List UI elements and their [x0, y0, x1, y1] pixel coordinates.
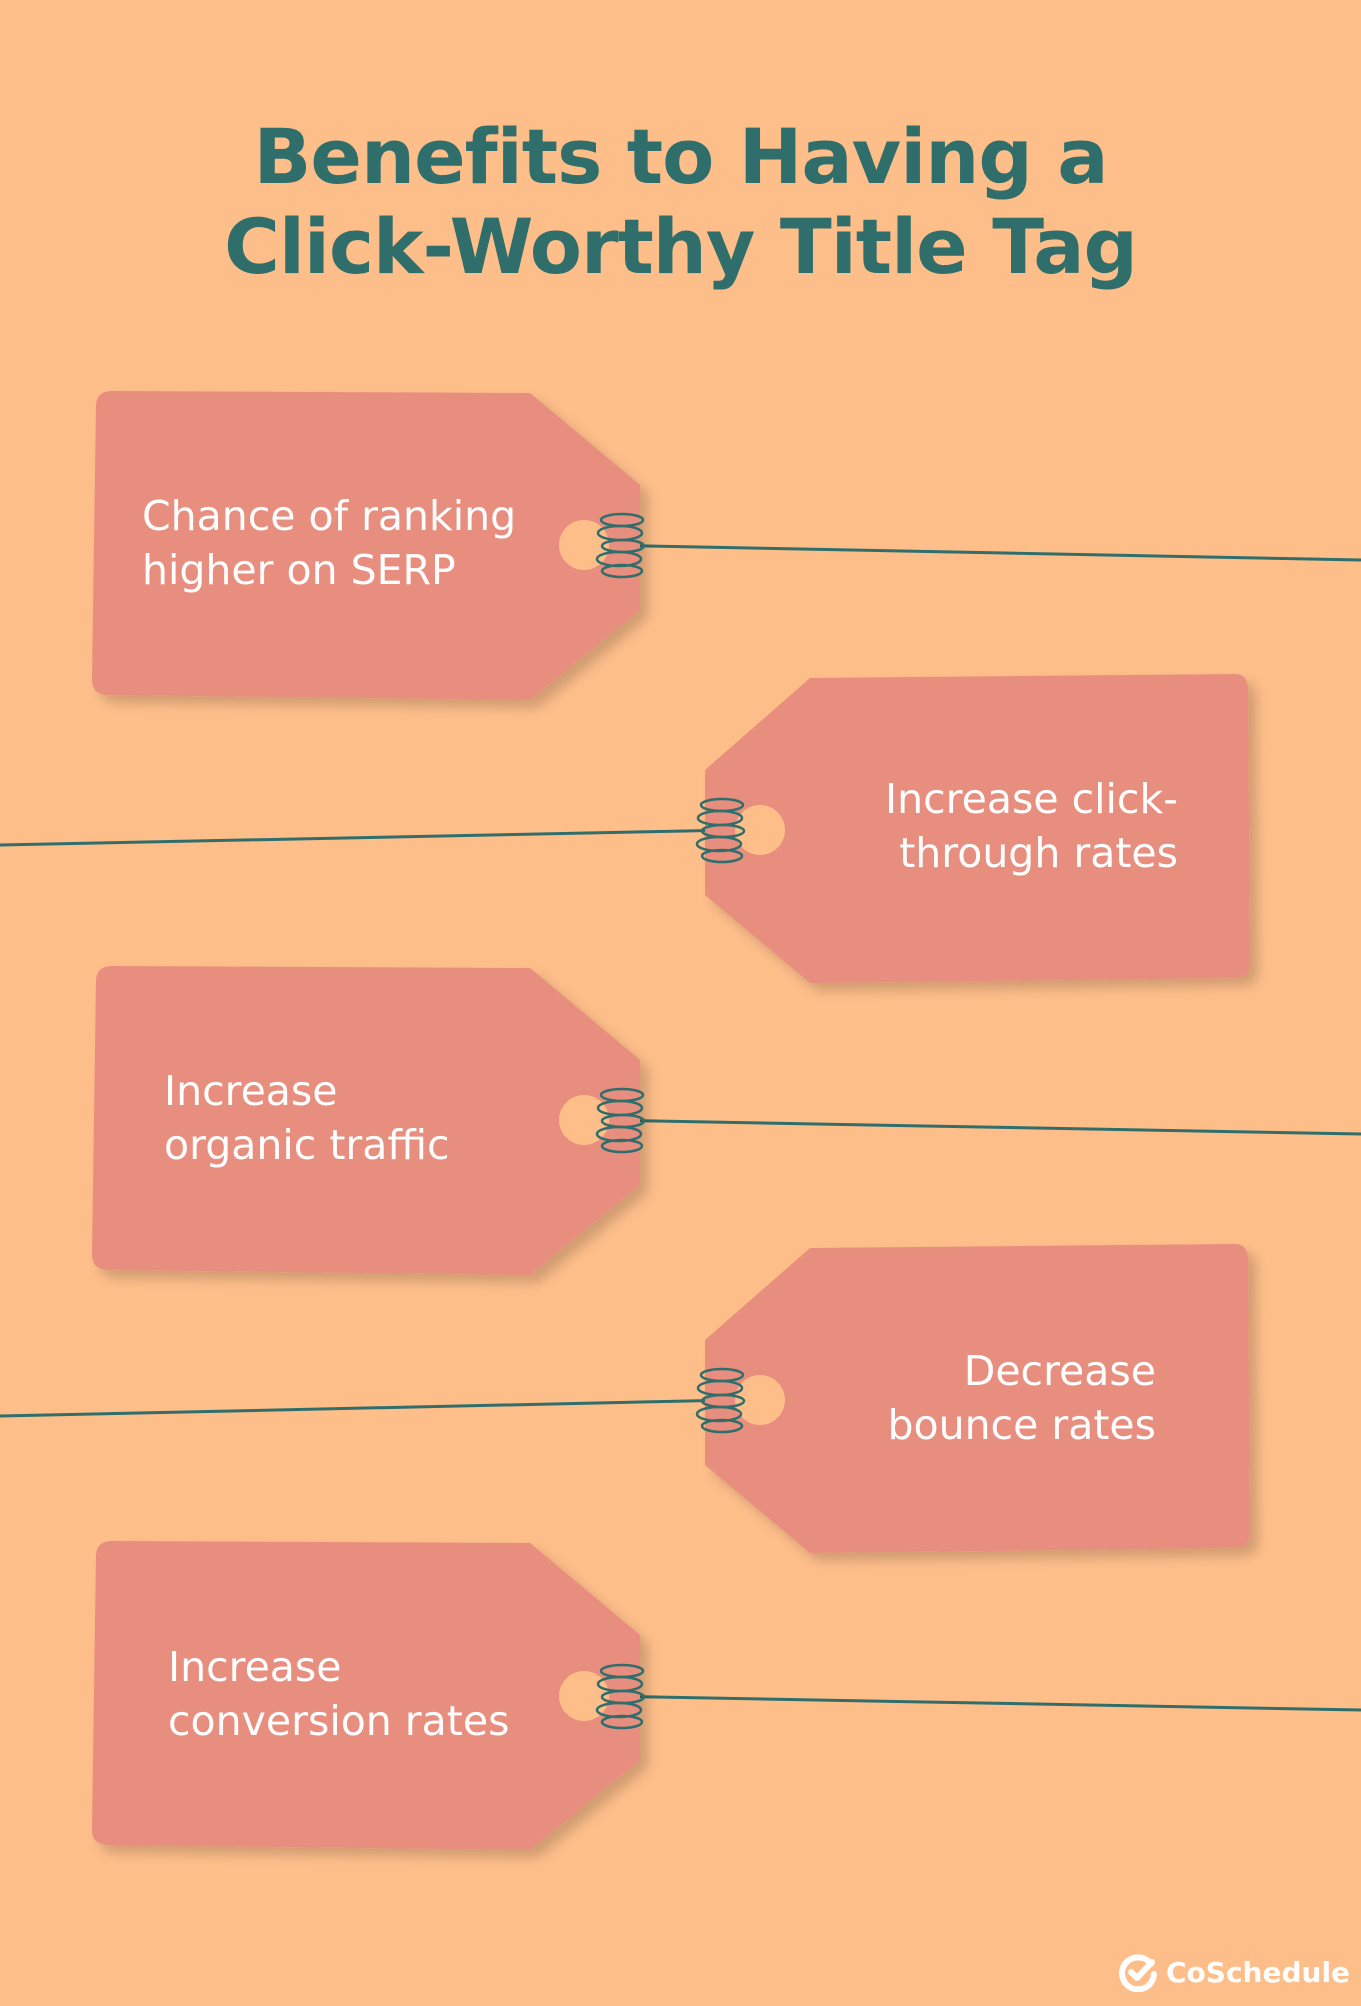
tag-3-text: Increase organic traffic — [164, 1064, 450, 1172]
tag-4-knot — [695, 1367, 746, 1434]
tag-4-text: Decrease bounce rates — [887, 1344, 1156, 1452]
tag-3 — [92, 966, 640, 1275]
tag-5-line-1: Increase — [168, 1643, 342, 1691]
tag-3-line-1: Increase — [164, 1067, 338, 1115]
tag-2-knot — [695, 797, 746, 864]
string-1 — [599, 543, 1361, 562]
tag-5-knot — [595, 1663, 646, 1730]
tag-5-line-2: conversion rates — [168, 1697, 510, 1745]
tag-5-text: Increase conversion rates — [168, 1640, 509, 1748]
page-title: Benefits to Having a Click-Worthy Title … — [0, 112, 1361, 292]
tag-1-line-2: higher on SERP — [142, 546, 456, 594]
title-line-1: Benefits to Having a — [253, 112, 1109, 201]
coschedule-logo: CoSchedule — [1118, 1952, 1350, 1992]
tag-2 — [705, 674, 1250, 983]
string-4 — [0, 1398, 736, 1418]
tag-3-line-2: organic traffic — [164, 1121, 450, 1169]
tag-3-knot — [595, 1087, 646, 1154]
tag-2-line-1: Increase click- — [885, 775, 1178, 823]
brand-name: CoSchedule — [1166, 1955, 1351, 1989]
tag-1-knot — [595, 512, 646, 579]
string-5 — [599, 1694, 1361, 1712]
title-line-2: Click-Worthy Title Tag — [224, 202, 1138, 291]
tag-1 — [92, 391, 640, 700]
string-3 — [599, 1118, 1361, 1136]
tag-1-text: Chance of ranking higher on SERP — [142, 489, 516, 597]
tag-2-text: Increase click- through rates — [885, 772, 1178, 880]
tag-1-line-1: Chance of ranking — [142, 492, 517, 540]
tag-2-line-2: through rates — [899, 829, 1178, 877]
tag-4 — [705, 1244, 1250, 1553]
check-circle-icon — [1119, 1954, 1157, 1992]
tag-4-line-1: Decrease — [963, 1347, 1156, 1395]
tag-4-line-2: bounce rates — [887, 1401, 1156, 1449]
string-2 — [0, 828, 736, 847]
